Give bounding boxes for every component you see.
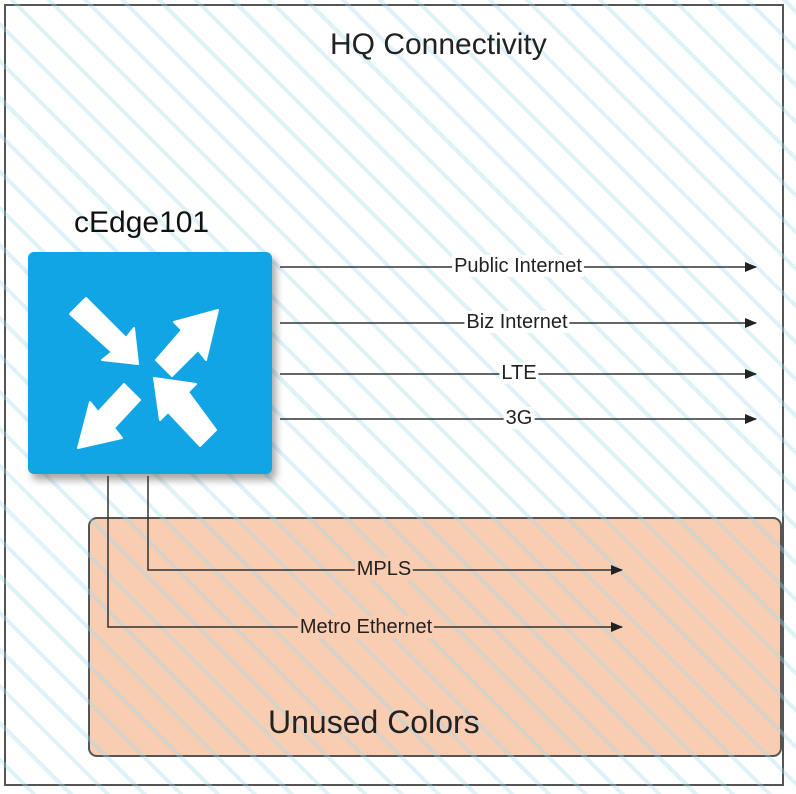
router-node: [28, 252, 272, 474]
router-icon: [69, 297, 219, 449]
unused-colors-group: [88, 517, 782, 757]
label-3g: 3G: [503, 407, 535, 429]
unused-colors-label: Unused Colors: [268, 704, 480, 740]
label-public-internet: Public Internet: [452, 255, 584, 277]
device-name: cEdge101: [74, 206, 210, 239]
diagram-title: HQ Connectivity: [330, 28, 547, 61]
link-metro-ethernet: [107, 476, 623, 632]
diagram-frame: [4, 4, 784, 786]
label-biz-internet: Biz Internet: [464, 311, 570, 333]
link-mpls: [147, 476, 623, 575]
label-metro-ethernet: Metro Ethernet: [297, 616, 435, 638]
label-lte: LTE: [499, 362, 539, 384]
label-mpls: MPLS: [354, 558, 414, 580]
